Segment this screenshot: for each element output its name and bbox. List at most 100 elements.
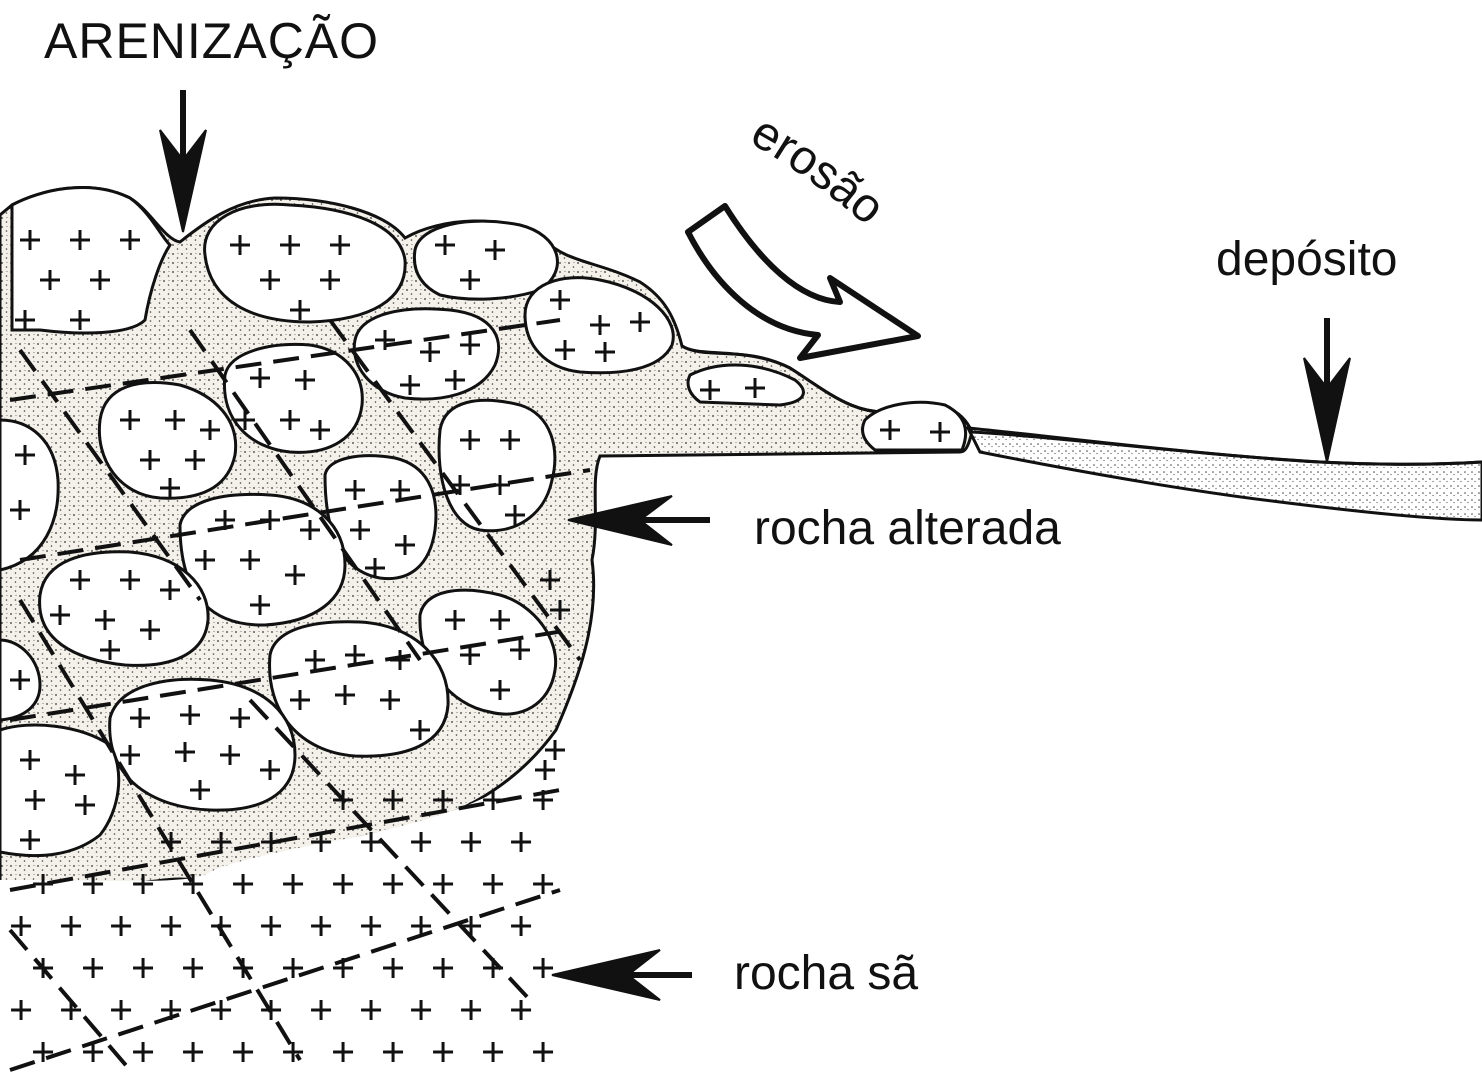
plus-mark	[390, 650, 410, 670]
plus-mark	[305, 650, 325, 670]
plus-mark	[930, 422, 950, 442]
plus-mark	[33, 958, 54, 978]
ground-surface-line	[681, 344, 1482, 466]
plus-mark	[10, 670, 30, 690]
core-stone	[203, 202, 407, 324]
plus-mark	[133, 1042, 154, 1062]
plus-mark	[461, 916, 482, 936]
plus-mark	[280, 235, 300, 255]
plus-mark	[20, 750, 40, 770]
plus-mark	[195, 550, 215, 570]
plus-mark	[240, 550, 260, 570]
plus-mark	[70, 230, 90, 250]
plus-mark	[540, 570, 560, 590]
plus-mark	[533, 874, 554, 894]
plus-mark	[283, 1042, 304, 1062]
plus-mark	[545, 740, 565, 760]
plus-mark	[375, 330, 395, 350]
plus-mark	[95, 610, 115, 630]
plus-mark	[390, 480, 410, 500]
joint-line	[248, 698, 532, 1002]
plus-mark	[183, 958, 204, 978]
plus-mark	[383, 790, 404, 810]
joint-line	[9, 318, 561, 402]
plus-mark	[445, 610, 465, 630]
plus-mark	[460, 335, 480, 355]
plus-mark	[15, 310, 35, 330]
plus-mark	[433, 874, 454, 894]
plus-mark	[200, 420, 220, 440]
plus-mark	[175, 742, 195, 762]
plus-mark	[260, 760, 280, 780]
plus-mark	[511, 916, 532, 936]
plus-mark	[83, 1042, 104, 1062]
core-stone	[108, 677, 297, 812]
plus-mark	[411, 916, 432, 936]
plus-mark	[511, 832, 532, 852]
plus-mark	[100, 640, 120, 660]
plus-mark	[510, 640, 530, 660]
plus-mark	[120, 230, 140, 250]
plus-mark	[133, 874, 154, 894]
plus-mark	[411, 832, 432, 852]
erosao-text: erosão	[743, 105, 895, 235]
joint-line	[18, 348, 202, 602]
plus-mark	[283, 958, 304, 978]
plus-mark	[300, 520, 320, 540]
plus-mark	[345, 480, 365, 500]
plus-mark	[345, 645, 365, 665]
rocha-sa-arrow-head	[551, 949, 661, 1001]
plus-mark	[410, 720, 430, 740]
plus-mark	[483, 958, 504, 978]
plus-mark	[161, 832, 182, 852]
plus-mark	[20, 230, 40, 250]
rocha-alterada-arrow-head	[567, 495, 673, 546]
plus-mark	[230, 708, 250, 728]
plus-mark	[61, 1000, 82, 1020]
plus-mark	[333, 790, 354, 810]
erosion-arrow	[685, 203, 921, 361]
plus-mark	[880, 420, 900, 440]
plus-mark	[15, 445, 35, 465]
plus-mark	[365, 558, 385, 578]
core-stone	[97, 381, 238, 500]
plus-mark	[505, 505, 525, 525]
plus-mark	[295, 370, 315, 390]
core-stone	[323, 454, 438, 581]
plus-mark	[33, 874, 54, 894]
plus-mark	[511, 1000, 532, 1020]
plus-mark	[483, 874, 504, 894]
plus-mark	[25, 790, 45, 810]
joint-line	[9, 788, 561, 892]
plus-mark	[160, 580, 180, 600]
plus-mark	[260, 270, 280, 290]
rocha-sa-label: rocha sã	[734, 947, 919, 1000]
deposito-label: depósito	[1216, 233, 1398, 286]
plus-mark	[65, 765, 85, 785]
deposito-arrow-head	[1303, 357, 1351, 463]
plus-mark	[395, 535, 415, 555]
plus-mark	[235, 410, 255, 430]
plus-mark	[83, 958, 104, 978]
plus-mark	[595, 342, 615, 362]
plus-mark	[433, 1042, 454, 1062]
plus-mark	[320, 270, 340, 290]
plus-mark	[11, 1000, 32, 1020]
plus-mark	[500, 430, 520, 450]
plus-mark	[460, 645, 480, 665]
plus-mark	[120, 410, 140, 430]
plus-mark	[120, 745, 140, 765]
plus-mark	[285, 565, 305, 585]
plus-mark	[335, 685, 355, 705]
plus-mark	[333, 874, 354, 894]
plus-mark	[280, 410, 300, 430]
plus-mark	[550, 600, 570, 620]
plus-mark	[361, 1000, 382, 1020]
rocha-alterada-label: rocha alterada	[754, 502, 1061, 555]
plus-mark	[745, 378, 765, 398]
plus-mark	[230, 235, 250, 255]
plus-mark	[700, 380, 720, 400]
plus-mark	[165, 410, 185, 430]
plus-mark	[50, 605, 70, 625]
